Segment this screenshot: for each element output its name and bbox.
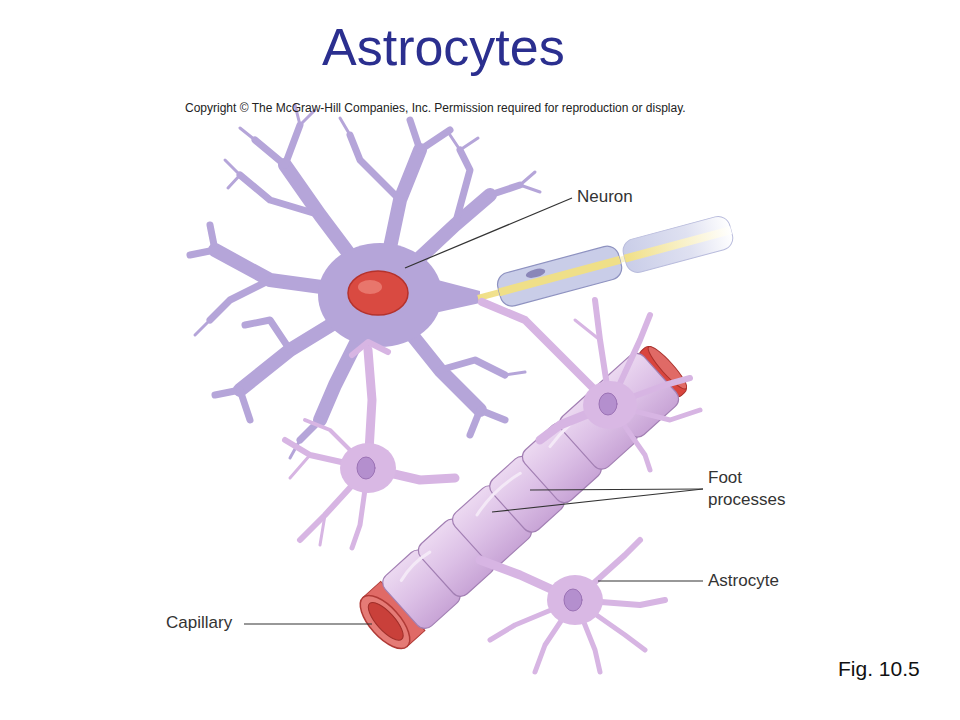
dendrite: [240, 390, 250, 420]
dendrite: [350, 135, 400, 200]
dendrite: [460, 138, 478, 150]
dendrite: [245, 320, 290, 350]
astrocyte-process: [290, 455, 310, 478]
foot-process-plates: [379, 349, 683, 632]
figure-caption: Fig. 10.5: [838, 657, 920, 681]
dendrite: [420, 130, 450, 150]
capillary-opening: [352, 587, 418, 656]
myelin-sheath: [620, 214, 735, 275]
astrocyte-body: [547, 575, 603, 625]
part-label: Astrocyte: [708, 571, 779, 591]
dendrite: [520, 172, 535, 185]
capillary-lumen: [363, 597, 408, 645]
capillary: [351, 338, 695, 657]
axon: [474, 214, 736, 315]
schwann-nucleus: [525, 267, 546, 280]
leader-line: [492, 489, 703, 512]
astrocyte-body: [340, 443, 396, 493]
dendrite: [225, 160, 240, 175]
astrocytes: [285, 300, 700, 672]
dendrite: [255, 140, 285, 165]
copyright-notice: Copyright © The McGraw-Hill Companies, I…: [185, 102, 686, 116]
dendrite: [210, 280, 270, 320]
astrocyte-cell: [480, 540, 665, 672]
dendrite: [240, 175, 320, 215]
nucleus: [348, 271, 408, 315]
astrocyte-process: [575, 320, 600, 340]
astrocyte-nucleus: [599, 393, 617, 415]
axon-hillock: [430, 278, 480, 314]
dendrite: [470, 410, 480, 435]
axon-core: [624, 226, 732, 262]
part-label: Foot processes: [708, 467, 808, 511]
diagram-title: Astrocytes: [322, 18, 565, 78]
dendrite: [340, 118, 350, 135]
dendrite: [215, 390, 240, 395]
dendrite: [410, 120, 420, 150]
cell-body: [318, 243, 442, 347]
dendrite: [490, 185, 520, 195]
leader-line: [598, 580, 703, 581]
axon-core: [498, 256, 621, 296]
astrocyte-nucleus: [357, 457, 375, 479]
neuron-cell: [190, 105, 540, 458]
leader-line: [244, 623, 372, 624]
dendrite: [285, 125, 300, 165]
dendrite: [450, 135, 460, 150]
dendrite: [480, 410, 505, 420]
astrocyte-nucleus: [564, 589, 582, 611]
highlight: [399, 404, 596, 582]
astrocyte-cell: [482, 300, 700, 470]
part-label: Neuron: [577, 187, 633, 207]
dendrite: [240, 128, 255, 140]
dendrite: [210, 225, 215, 250]
leader-line: [405, 198, 572, 268]
part-label: Capillary: [166, 613, 232, 633]
myelin-sheath: [495, 244, 625, 309]
astrocyte-process: [320, 515, 325, 545]
dendrite: [505, 372, 525, 375]
end-foot: [352, 342, 388, 355]
dendrite: [228, 175, 240, 188]
leader-line: [530, 489, 703, 490]
dendrite: [190, 250, 215, 255]
leader-lines: [244, 198, 703, 624]
dendrite: [520, 185, 540, 192]
dendrite: [195, 320, 210, 335]
astrocyte-cell: [285, 342, 455, 548]
dendrite: [440, 360, 505, 375]
nucleus-highlight: [358, 280, 382, 294]
astrocyte-body: [583, 381, 637, 429]
dendrite: [455, 150, 470, 225]
dendrite-branches: [190, 120, 520, 440]
